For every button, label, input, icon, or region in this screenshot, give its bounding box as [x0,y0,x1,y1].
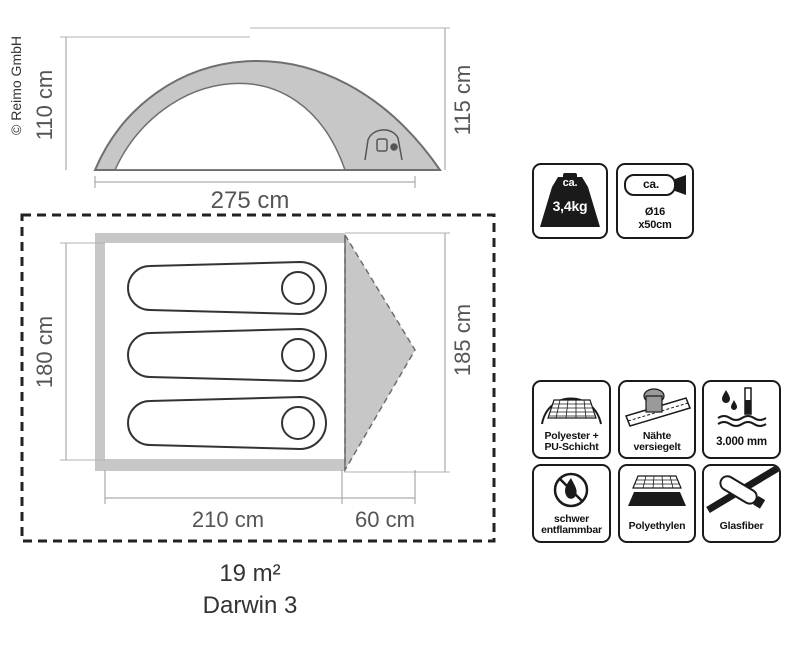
floor-depth-left-label: 180 cm [32,316,57,388]
side-height-left-label: 110 cm [32,70,57,141]
door-detail-icon [364,129,403,161]
sleeping-bag [127,327,327,383]
seams-badge: Nähte versiegelt [618,380,696,459]
material-label: Polyester + PU-Schicht [544,430,599,453]
seam-tape-icon [624,388,692,427]
weight-icon [540,173,600,227]
water-column-icon [717,387,767,427]
poles-label: Glasfiber [719,520,764,532]
tent-floor-plan [20,213,496,543]
tent-model-name: Darwin 3 [202,592,298,619]
pack-length: x50cm [638,219,672,231]
tent-side-view [60,27,450,188]
fiberglass-pole-icon [706,466,779,514]
weight-badge: ca. 3,4kg [532,163,608,239]
flame-retardant-label: schwer entflammbar [541,513,602,536]
side-length-label: 275 cm [211,187,290,214]
floor-material-badge: Polyethylen [618,464,696,543]
floor-depth-right-label: 185 cm [450,304,475,376]
sleeping-bag [127,395,327,451]
side-height-right-label: 115 cm [450,65,475,136]
material-badge: Polyester + PU-Schicht [532,380,611,459]
weight-value: 3,4kg [552,198,588,214]
pack-size-badge: ca. Ø16 x50cm [616,163,694,239]
pack-ca-label: ca. [642,177,660,191]
inner-length-label: 210 cm [192,507,264,532]
tent-area-label: 19 m² [219,560,281,587]
vestibule-length-label: 60 cm [355,507,415,532]
floor-layers-icon [628,475,686,506]
sleeping-bag [127,260,327,316]
poles-badge: Glasfiber [702,464,781,543]
fabric-icon [541,397,602,425]
pack-diameter: Ø16 [644,206,666,218]
weight-ca-label: ca. [562,177,578,189]
flame-retardant-badge: schwer entflammbar [532,464,611,543]
pack-bag-icon [624,174,686,196]
water-column-label: 3.000 mm [716,436,767,448]
floor-material-label: Polyethylen [628,520,686,532]
seams-label: Nähte versiegelt [633,430,681,453]
no-flame-icon [553,472,589,508]
water-column-badge: 3.000 mm [702,380,781,459]
